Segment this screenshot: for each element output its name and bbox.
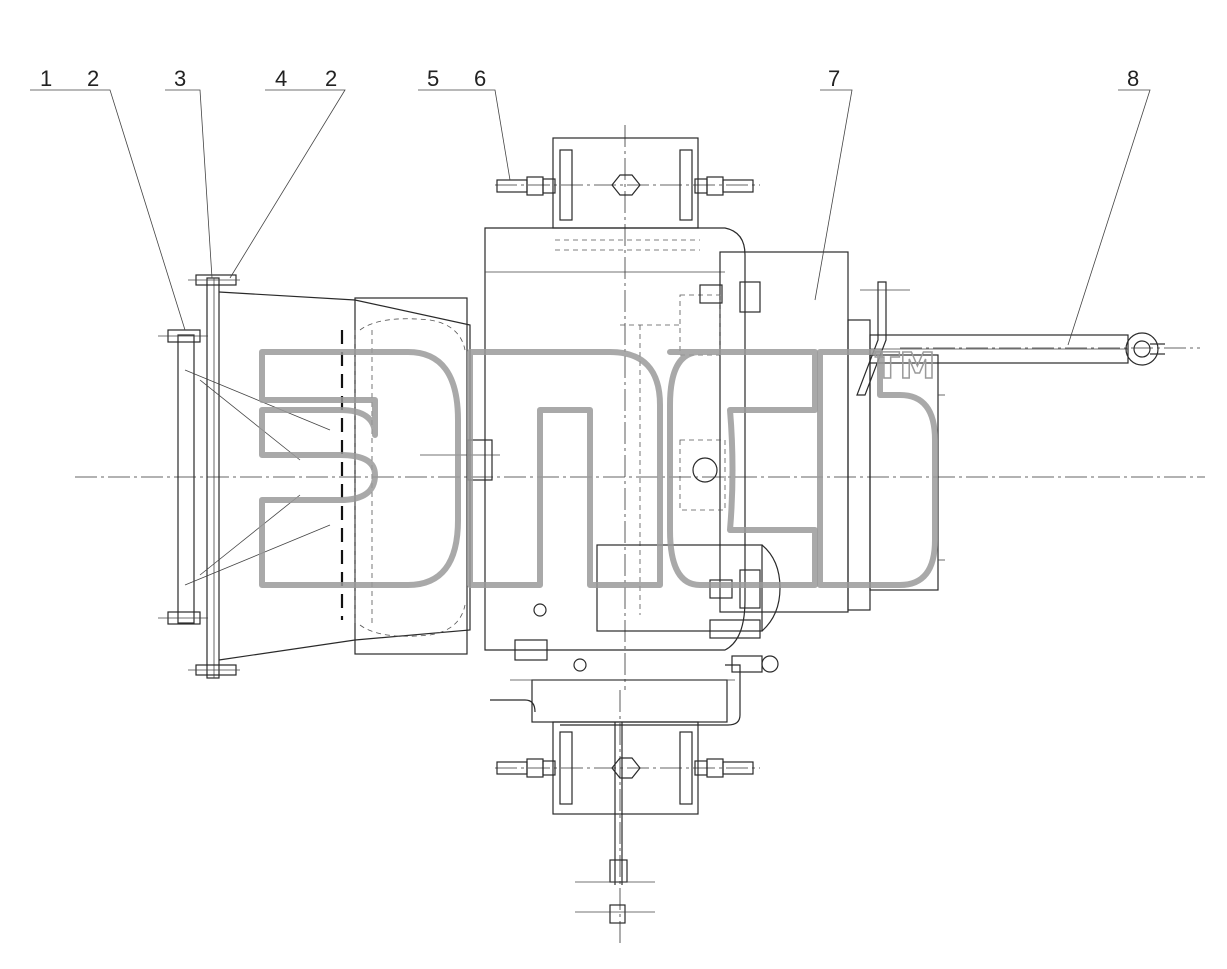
center-axes (75, 125, 1205, 945)
callout-1: 1 (40, 66, 52, 91)
callout-labels: 1 2 3 4 2 5 6 7 8 (40, 66, 1139, 91)
control-rod (856, 281, 1165, 396)
callout-2b: 2 (325, 66, 337, 91)
main-housing (484, 227, 945, 672)
leader-lines (30, 89, 1151, 346)
callout-2a: 2 (87, 66, 99, 91)
callout-7: 7 (828, 66, 840, 91)
callout-8: 8 (1127, 66, 1139, 91)
watermark-logo: TM (259, 345, 938, 588)
upper-bracket (496, 137, 754, 229)
watermark-tm-text: TM (875, 346, 935, 387)
callout-4: 4 (275, 66, 287, 91)
callout-5: 5 (427, 66, 439, 91)
inlet-flange (158, 274, 331, 679)
lower-bracket (490, 639, 779, 924)
callout-6: 6 (474, 66, 486, 91)
callout-3: 3 (174, 66, 186, 91)
